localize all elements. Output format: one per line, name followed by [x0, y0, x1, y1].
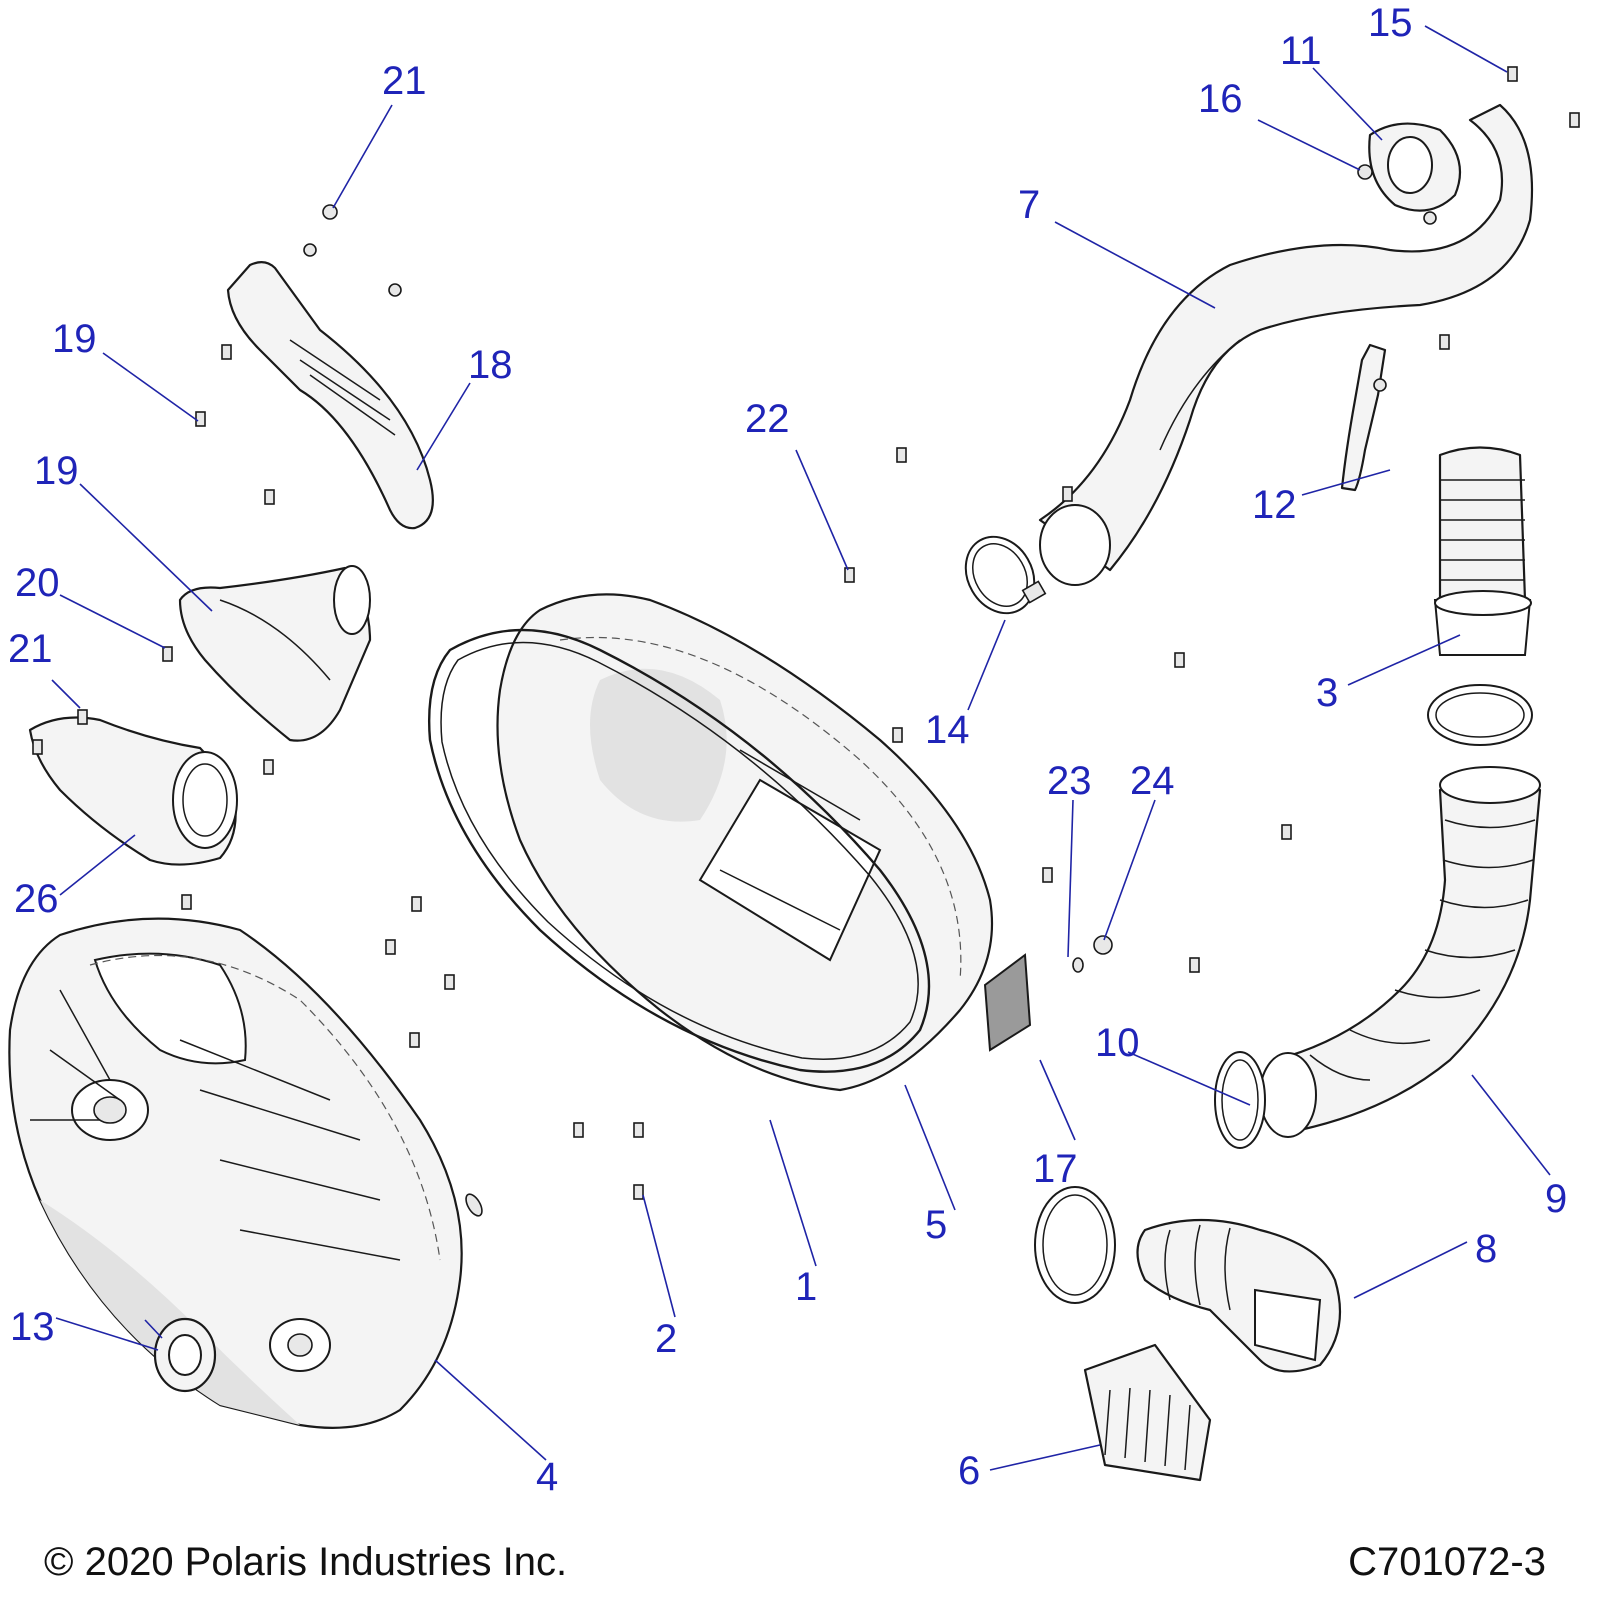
fastener: [844, 567, 855, 583]
callout-label: 22: [745, 397, 790, 441]
callout-label: 16: [1198, 77, 1243, 121]
callout-label: 7: [1018, 183, 1040, 227]
leader-lines: [51, 25, 1551, 1471]
fastener: [633, 1122, 644, 1138]
callout-label: 9: [1545, 1177, 1567, 1221]
fastener: [892, 727, 903, 743]
fastener: [388, 283, 402, 297]
fastener: [1189, 957, 1200, 973]
callout-label: 13: [10, 1305, 55, 1349]
fastener: [411, 896, 422, 912]
callout-label: 20: [15, 561, 60, 605]
fastener: [264, 489, 275, 505]
fastener: [195, 411, 206, 427]
part-26-duct-adapter: [28, 716, 238, 866]
fastener: [409, 1032, 420, 1048]
callout-label: 18: [468, 343, 513, 387]
clamp-8: [1034, 1186, 1116, 1304]
part-14-clamp: [964, 535, 1047, 615]
fastener: [1357, 164, 1373, 180]
callout-labels: 21 19 18 19 20 21 26 13 4 2 1 5 17 22 14…: [8, 1, 1567, 1499]
fastener: [303, 243, 317, 257]
part-8-intake-boot: [1136, 1218, 1342, 1373]
fastener: [385, 939, 396, 955]
fastener: [263, 759, 274, 775]
fastener: [1507, 66, 1518, 82]
callout-label: 8: [1475, 1227, 1497, 1271]
part-17-plate: [983, 953, 1032, 1052]
callout-label: 5: [925, 1203, 947, 1247]
callout-label: 23: [1047, 759, 1092, 803]
fastener: [1439, 334, 1450, 350]
callout-label: 21: [8, 627, 53, 671]
callout-label: 26: [14, 877, 59, 921]
callout-label: 12: [1252, 483, 1297, 527]
part-9-bellows-elbow: [1259, 766, 1542, 1138]
fastener: [1569, 112, 1580, 128]
part-7-outlet-tube: [1038, 103, 1534, 586]
callout-label: 4: [536, 1455, 558, 1499]
fastener: [1062, 486, 1073, 502]
callout-label: 11: [1280, 29, 1322, 73]
fastener: [465, 1193, 483, 1217]
callout-label: 15: [1368, 1, 1413, 45]
part-3-filter-screen: [1433, 446, 1532, 656]
callout-label: 19: [52, 317, 97, 361]
part-13-seal: [153, 1317, 217, 1393]
clamp-3: [1427, 684, 1533, 746]
callout-label: 19: [34, 449, 79, 493]
part-25-nut: [1093, 935, 1113, 955]
callout-label: 1: [795, 1265, 817, 1309]
fastener: [1373, 378, 1387, 392]
fastener: [181, 894, 192, 910]
fastener: [1174, 652, 1185, 668]
fasteners: [32, 66, 1580, 1217]
callout-label: 2: [655, 1317, 677, 1361]
callout-label: 3: [1316, 671, 1338, 715]
callout-label: 17: [1033, 1147, 1078, 1191]
part-19-intake-duct: [178, 565, 372, 742]
callout-label: 6: [958, 1449, 980, 1493]
fastener: [162, 646, 173, 662]
fastener: [1281, 824, 1292, 840]
fastener: [633, 1184, 644, 1200]
fastener: [1042, 867, 1053, 883]
fastener: [221, 344, 232, 360]
part-6-grate: [1083, 1343, 1212, 1482]
fastener: [896, 447, 907, 463]
fastener: [322, 204, 338, 220]
fastener: [1423, 211, 1437, 225]
part-24-washer: [1072, 957, 1084, 973]
callout-label: 10: [1095, 1021, 1140, 1065]
copyright-notice: © 2020 Polaris Industries Inc.: [44, 1540, 568, 1584]
fastener: [32, 739, 43, 755]
callout-label: 21: [382, 59, 427, 103]
part-18-shield: [226, 261, 434, 530]
part-1-cover-seal: [428, 628, 931, 1073]
part-12-bracket: [1340, 343, 1387, 492]
fastener: [444, 974, 455, 990]
drawing-number: C701072-3: [1348, 1540, 1546, 1584]
fastener: [573, 1122, 584, 1138]
callout-label: 14: [925, 708, 970, 752]
part-11-flange: [1368, 122, 1462, 212]
callout-label: 24: [1130, 759, 1175, 803]
part-4-outer-clutch-cover: [8, 917, 463, 1429]
part-5-inner-clutch-cover: [496, 593, 994, 1092]
fastener: [77, 709, 88, 725]
